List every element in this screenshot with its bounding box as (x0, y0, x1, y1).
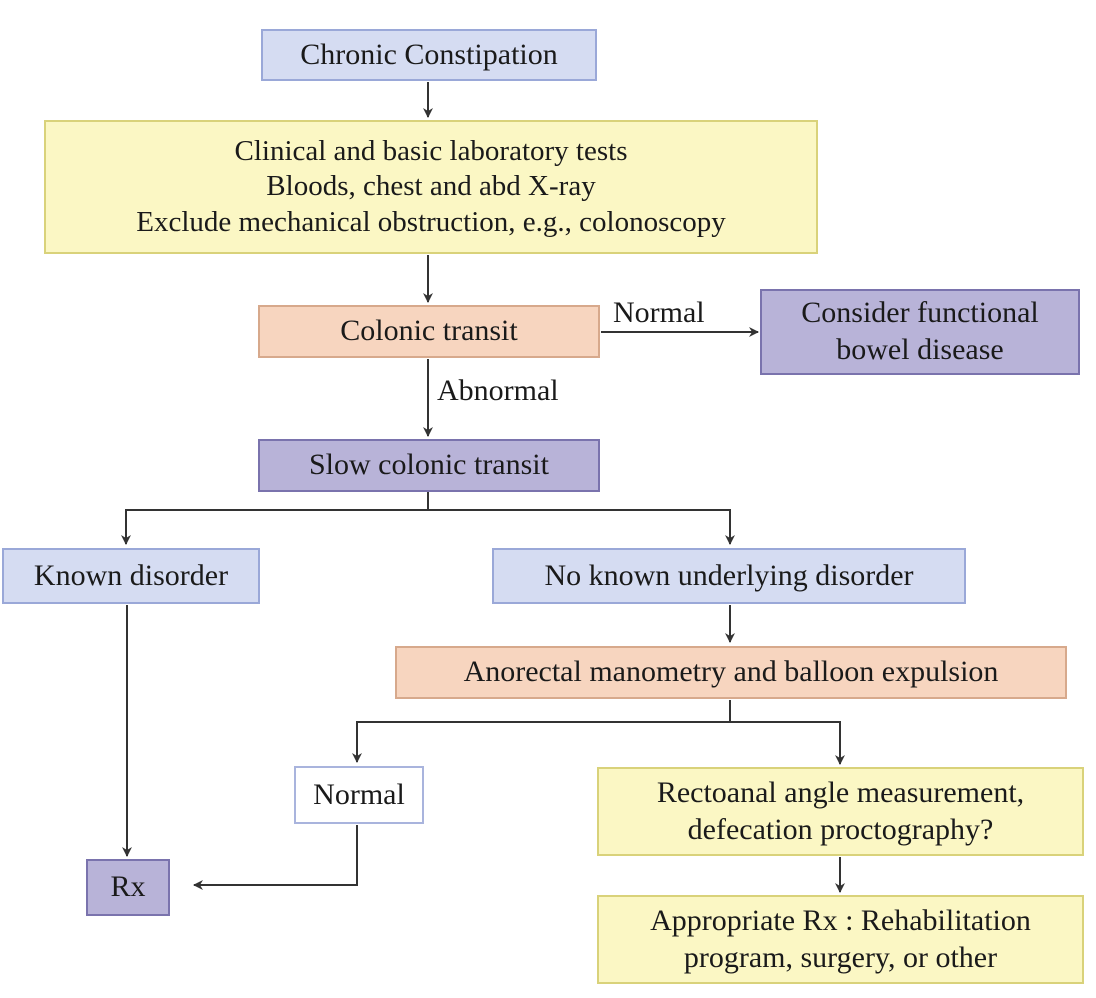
node-colonic-transit: Colonic transit (258, 305, 600, 358)
node-known-disorder: Known disorder (2, 548, 260, 604)
node-normal-result: Normal (294, 766, 424, 824)
branch-slow-transit (121, 492, 429, 545)
edge-label-normal: Normal (613, 296, 705, 329)
node-rectoanal-angle: Rectoanal angle measurement, defecation … (597, 767, 1084, 856)
node-chronic-constipation-line-1: Chronic Constipation (300, 37, 558, 71)
branch-anorectal-right (730, 721, 845, 765)
node-no-known-disorder-line-1: No known underlying disorder (544, 558, 914, 592)
node-appropriate-rx-line-2: program, surgery, or other (683, 940, 998, 974)
branch-slow-transit-right (428, 509, 731, 544)
node-no-known-disorder: No known underlying disorder (492, 548, 966, 604)
node-known-disorder-line-1: Known disorder (33, 558, 229, 592)
node-clinical-tests-line-1: Clinical and basic laboratory tests (234, 134, 628, 167)
node-slow-colonic-transit-line-1: Slow colonic transit (309, 448, 549, 482)
node-rectoanal-angle-line-1: Rectoanal angle measurement, (656, 775, 1025, 809)
node-functional-bowel-line-2: bowel disease (836, 333, 1004, 366)
node-appropriate-rx: Appropriate Rx : Rehabilitation program,… (597, 895, 1084, 984)
node-rx: Rx (86, 859, 170, 916)
node-appropriate-rx-line-1: Appropriate Rx : Rehabilitation (650, 903, 1031, 937)
arrow-normal-to-rx (193, 825, 358, 890)
node-functional-bowel-line-1: Consider functional (801, 296, 1039, 330)
node-rx-line-1: Rx (110, 870, 146, 904)
node-clinical-tests: Clinical and basic laboratory tests Bloo… (44, 120, 818, 254)
node-clinical-tests-line-2: Bloods, chest and abd X-ray (266, 170, 596, 203)
node-normal-result-line-1: Normal (313, 777, 405, 811)
edge-label-abnormal: Abnormal (437, 374, 559, 407)
node-rectoanal-angle-line-2: defecation proctography? (687, 812, 994, 846)
node-anorectal-manometry-line-1: Anorectal manometry and balloon expulsio… (463, 655, 999, 689)
node-colonic-transit-line-1: Colonic transit (340, 314, 518, 348)
node-slow-colonic-transit: Slow colonic transit (258, 439, 600, 492)
node-anorectal-manometry: Anorectal manometry and balloon expulsio… (395, 646, 1067, 699)
node-clinical-tests-line-3: Exclude mechanical obstruction, e.g., co… (136, 205, 726, 238)
branch-anorectal (352, 700, 731, 763)
node-chronic-constipation: Chronic Constipation (261, 29, 597, 81)
node-functional-bowel: Consider functional bowel disease (760, 289, 1080, 375)
